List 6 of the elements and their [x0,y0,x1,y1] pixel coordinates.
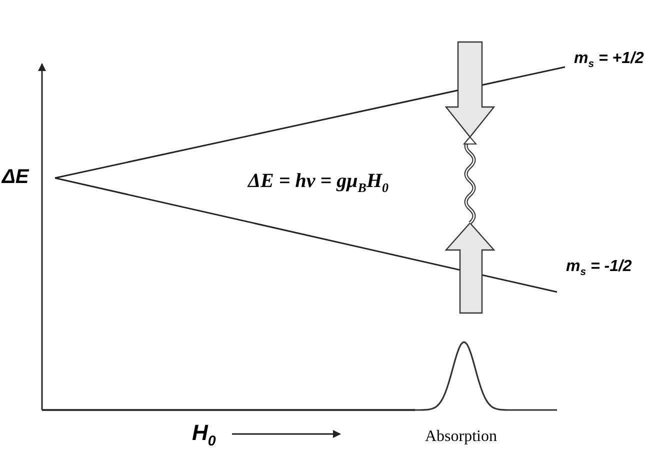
energy-level-label: m$_{s}$ = -1/2 [566,258,632,278]
axis-label: ΔE [2,166,29,189]
axis-label: H$_{0}$ [192,420,216,450]
resonance-equation: ΔE = hv = gμ$_{B}$H$_{0}$ [248,170,389,196]
spectrum-label: Absorption [425,428,497,446]
energy-level-label: m$_{s}$ = +1/2 [574,50,644,70]
